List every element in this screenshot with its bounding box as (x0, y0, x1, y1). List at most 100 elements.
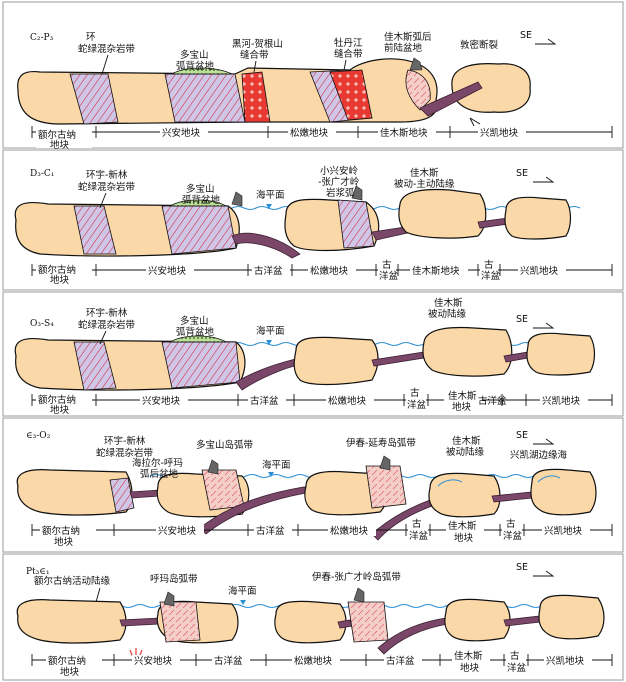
arc-belt (161, 205, 237, 255)
volcano-icon (351, 185, 363, 201)
backarc-basin (170, 67, 233, 75)
svg-text:蛇绿混杂岩带: 蛇绿混杂岩带 (78, 181, 136, 193)
svg-text:多宝山: 多宝山 (180, 49, 209, 61)
svg-text:佳木斯地块: 佳木斯地块 (380, 127, 428, 139)
subducting-slab (371, 351, 425, 367)
svg-text:小兴安岭: 小兴安岭 (320, 165, 359, 177)
svg-text:环宇-新林: 环宇-新林 (86, 307, 128, 319)
svg-text:古: 古 (510, 650, 520, 662)
direction-arrow-icon (533, 176, 555, 183)
volcano-icon (379, 455, 391, 471)
svg-text:海拉尔-呼玛: 海拉尔-呼玛 (132, 457, 183, 469)
svg-text:地块: 地块 (460, 662, 480, 674)
xingkai-crust (451, 63, 531, 113)
svg-text:多宝山: 多宝山 (186, 183, 215, 195)
volcano-icon (353, 587, 365, 603)
panel-frame (2, 149, 624, 291)
svg-text:被动陆缘: 被动陆缘 (446, 446, 485, 458)
leader-line (343, 59, 347, 71)
svg-text:古: 古 (412, 518, 422, 530)
foreland-basin (405, 69, 431, 111)
age-label: D₃-C₁ (30, 169, 54, 179)
svg-text:古洋盆: 古洋盆 (250, 395, 279, 407)
svg-text:兴凯地块: 兴凯地块 (544, 525, 583, 537)
svg-text:佳木斯: 佳木斯 (410, 167, 439, 179)
svg-text:佳木斯地块: 佳木斯地块 (412, 265, 460, 277)
svg-text:-张广才岭: -张广才岭 (318, 176, 360, 188)
jiamusi-crust (398, 188, 487, 239)
svg-text:洋盆: 洋盆 (407, 399, 427, 411)
leader-line (95, 587, 101, 603)
ergun-crust (16, 599, 127, 644)
svg-text:前陆盆地: 前陆盆地 (384, 42, 423, 54)
label-ergun: 额尔古纳活动陆缘 (34, 575, 111, 587)
label-yichun: 伊春-延寿岛弧带 (346, 437, 416, 449)
direction-label: SE (516, 562, 528, 573)
volcano-icon (409, 57, 423, 71)
label-sea: 海平面 (262, 459, 291, 471)
svg-text:佳木斯弧后: 佳木斯弧后 (384, 31, 432, 43)
jiamusi-crust (422, 326, 513, 377)
label-dunmi: 敦密断裂 (460, 39, 499, 51)
svg-text:额尔古纳: 额尔古纳 (38, 394, 76, 406)
direction-arrow-icon (533, 570, 555, 577)
xingkai-crust (538, 594, 605, 640)
svg-text:被动-主动陆缘: 被动-主动陆缘 (394, 178, 455, 190)
direction-arrow-icon (533, 322, 555, 329)
xingkai-crust (530, 468, 597, 516)
svg-text:兴安地块: 兴安地块 (158, 525, 197, 537)
panel-frame (2, 553, 624, 681)
marginal-sea-line (537, 475, 561, 483)
svg-text:弧背盆地: 弧背盆地 (182, 194, 221, 206)
svg-text:洋盆: 洋盆 (409, 530, 429, 542)
age-label: O₃-S₄ (30, 319, 54, 329)
island-arc (365, 465, 407, 509)
marginal-sea-line (437, 479, 463, 487)
label-sea: 海平面 (256, 189, 285, 201)
svg-text:地块: 地块 (452, 401, 472, 413)
age-label: Pt₃∈₁ (26, 567, 50, 577)
subducting-slab (419, 81, 483, 117)
label-huanyu: 环 蛇绿混杂岩带 (78, 32, 136, 55)
svg-text:古洋盆: 古洋盆 (256, 525, 285, 537)
xingkai-crust (526, 332, 596, 376)
backarc-basin (168, 199, 228, 207)
ergun-crust (16, 469, 133, 516)
svg-text:兴凯地块: 兴凯地块 (542, 395, 581, 407)
jiamusi-crust (428, 472, 501, 518)
svg-text:佳木斯: 佳木斯 (454, 650, 483, 662)
age-label: C₂-P₃ (30, 33, 54, 43)
subducting-slab (377, 617, 449, 655)
songnen-crust (293, 336, 379, 386)
svg-text:古: 古 (410, 387, 420, 399)
svg-text:蛇绿混杂岩带: 蛇绿混杂岩带 (78, 319, 136, 331)
direction-label: SE (516, 314, 528, 325)
xingkai-crust (504, 196, 572, 240)
direction-arrow-icon (535, 38, 557, 45)
panel-frame (2, 417, 624, 553)
svg-text:松嫩地块: 松嫩地块 (294, 655, 333, 667)
arc-belt (161, 341, 241, 389)
ophiolite-belt (73, 341, 117, 391)
ophiolite-belt (69, 73, 119, 125)
svg-text:佳木斯: 佳木斯 (448, 390, 477, 402)
panel-frame (2, 1, 624, 149)
label-sea: 海平面 (228, 585, 257, 597)
svg-text:环宇-新林: 环宇-新林 (104, 435, 146, 447)
volcano-icon (207, 459, 219, 475)
